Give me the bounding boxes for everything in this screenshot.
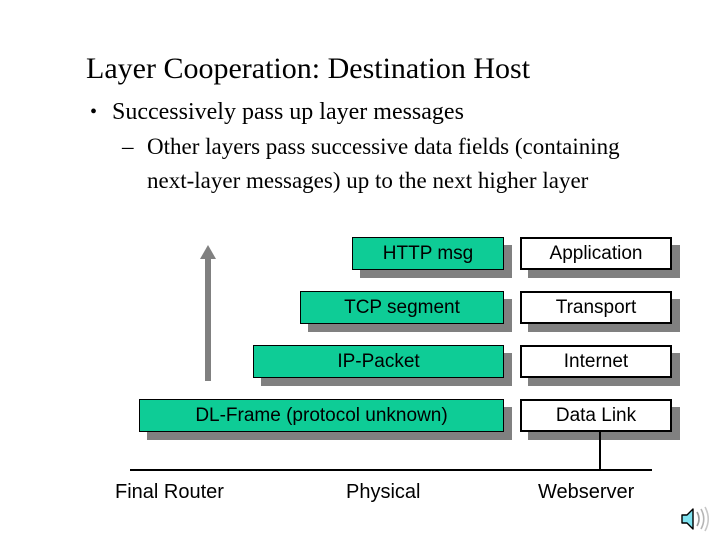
up-arrow-shaft xyxy=(205,258,211,381)
list-item-text: Other layers pass successive data fields… xyxy=(147,134,620,193)
pdu-box-label: HTTP msg xyxy=(382,242,474,264)
physical-connector-line xyxy=(599,432,601,470)
baseline-label-final-router: Final Router xyxy=(115,481,224,503)
pdu-box-tcp-segment: TCP segment xyxy=(300,291,504,324)
layer-box-label: Data Link xyxy=(555,404,637,426)
bullet-marker: • xyxy=(90,101,98,123)
layer-box-label: Application xyxy=(549,242,643,264)
layer-box-label: Transport xyxy=(555,296,637,318)
page-title: Layer Cooperation: Destination Host xyxy=(86,52,531,85)
speaker-icon[interactable] xyxy=(678,504,712,534)
layer-box-application: Application xyxy=(520,237,672,270)
baseline-label-webserver: Webserver xyxy=(538,481,635,503)
baseline-label-physical: Physical xyxy=(346,481,421,503)
pdu-box-dl-frame: DL-Frame (protocol unknown) xyxy=(139,399,504,432)
physical-medium-line xyxy=(130,469,652,471)
pdu-box-label: DL-Frame (protocol unknown) xyxy=(195,404,448,426)
layer-box-data-link: Data Link xyxy=(520,399,672,432)
layer-box-label: Internet xyxy=(563,350,629,372)
layer-box-transport: Transport xyxy=(520,291,672,324)
bullet-marker: – xyxy=(122,134,134,159)
list-item: – Other layers pass successive data fiel… xyxy=(86,130,646,198)
up-arrow-icon xyxy=(200,245,216,259)
pdu-box-ip-packet: IP-Packet xyxy=(253,345,504,378)
layer-box-internet: Internet xyxy=(520,345,672,378)
list-item-text: Successively pass up layer messages xyxy=(112,99,464,125)
pdu-box-http-msg: HTTP msg xyxy=(352,237,504,270)
list-item: • Successively pass up layer messages xyxy=(86,96,646,129)
pdu-box-label: IP-Packet xyxy=(337,350,420,372)
pdu-box-label: TCP segment xyxy=(344,296,460,318)
bullet-list: • Successively pass up layer messages – … xyxy=(86,96,646,198)
